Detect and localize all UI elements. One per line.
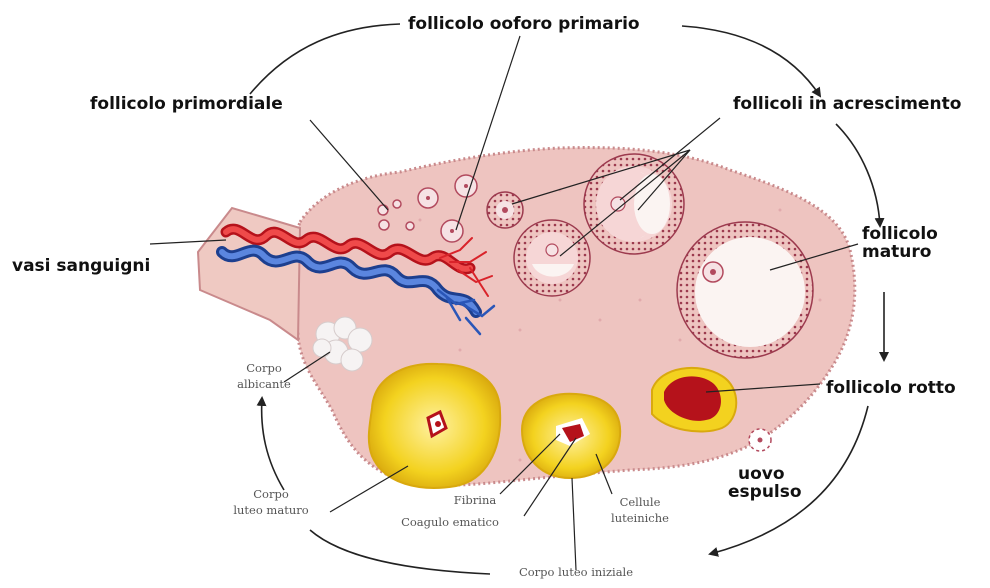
label-cellule-luteiniche-line2: luteiniche — [600, 512, 680, 525]
label-corpo-luteo-maturo-line1: Corpo — [216, 488, 326, 501]
label-corpo-albicante-line1: Corpo — [234, 362, 294, 375]
ruptured-follicle — [652, 368, 736, 432]
corpus-luteum-mature — [369, 364, 500, 488]
label-follicoli-in-accrescimento: follicoli in acrescimento — [733, 96, 961, 113]
label-coagulo-ematico: Coagulo ematico — [380, 516, 520, 529]
label-follicolo-ooforo-primario: follicolo ooforo primario — [408, 16, 640, 33]
label-corpo-albicante-line2: albicante — [234, 378, 294, 391]
label-follicolo-rotto: follicolo rotto — [826, 380, 956, 397]
label-vasi-sanguigni: vasi sanguigni — [12, 258, 150, 275]
growing-follicle-small — [487, 192, 523, 228]
label-corpo-luteo-iniziale: Corpo luteo iniziale — [476, 566, 676, 579]
growing-follicle-medium — [514, 220, 590, 296]
label-cellule-luteiniche-line1: Cellule — [600, 496, 680, 509]
growing-follicle-large — [584, 154, 684, 254]
label-uovo-espulso-line2: espulso — [728, 484, 802, 501]
corpus-luteum-initial — [522, 394, 620, 478]
label-follicolo-primordiale: follicolo primordiale — [90, 96, 283, 113]
ovary-hilum — [198, 208, 300, 340]
label-follicolo-maturo-line1: follicolo — [862, 226, 938, 243]
label-follicolo-maturo-line2: maturo — [862, 244, 931, 261]
label-corpo-luteo-maturo-line2: luteo maturo — [216, 504, 326, 517]
label-uovo-espulso-line1: uovo — [738, 466, 785, 483]
mature-follicle — [677, 222, 813, 358]
label-fibrina: Fibrina — [440, 494, 510, 507]
expelled-ovum — [749, 429, 771, 451]
